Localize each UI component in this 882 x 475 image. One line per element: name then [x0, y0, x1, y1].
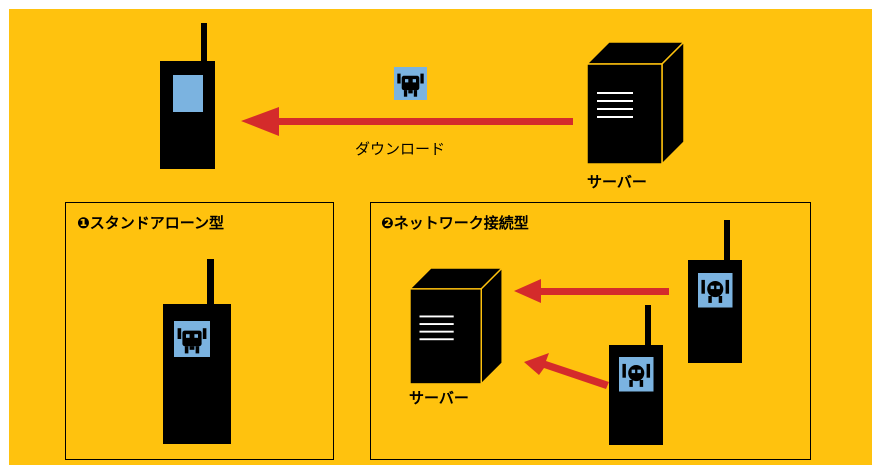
diagram-canvas: ダウンロード サーバー ❶スタンドアローン型 ❷ネットワーク接続型 サーバー: [9, 9, 872, 465]
server-network: [409, 267, 503, 385]
phone-network-1: [688, 220, 742, 363]
network-box: [370, 202, 811, 460]
arrow-upper: [514, 279, 669, 303]
network-title: ❷ネットワーク接続型: [381, 214, 529, 232]
phone-network-2: [609, 305, 663, 445]
standalone-title: ❶スタンドアローン型: [77, 214, 224, 232]
server-top: [586, 41, 685, 165]
download-arrow: [241, 107, 573, 136]
arrow-lower: [524, 353, 609, 389]
diagram-graphics: [160, 23, 742, 445]
download-label: ダウンロード: [355, 140, 446, 158]
server-label-top: サーバー: [587, 173, 647, 191]
standalone-box: [65, 202, 334, 460]
phone-standalone: [163, 259, 231, 444]
phone-top: [160, 23, 215, 169]
app-robot-icon: [394, 67, 427, 100]
server-label-network: サーバー: [409, 389, 469, 407]
